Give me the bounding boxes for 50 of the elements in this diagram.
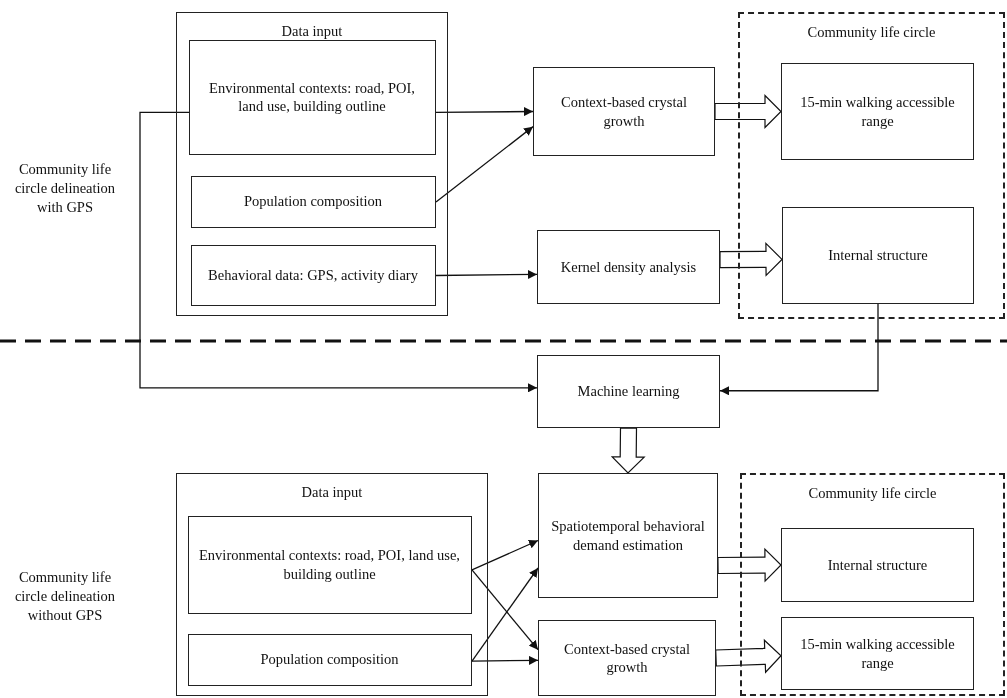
box-text: 15-min walking accessible range xyxy=(799,93,956,130)
arrow xyxy=(139,111,538,393)
dashed-group-box xyxy=(740,473,1005,696)
arrow xyxy=(435,125,534,203)
group-box xyxy=(176,473,488,696)
arrow xyxy=(719,303,879,396)
group-box xyxy=(176,12,448,316)
process-box xyxy=(188,39,436,155)
section-label: Community life circle delineation without GPS xyxy=(13,568,117,625)
group-heading: Community life circle xyxy=(807,24,936,42)
process-box xyxy=(190,175,436,228)
box-text: Environmental contexts: road, POI, land use, building outline xyxy=(208,78,416,116)
process-box xyxy=(782,207,974,304)
process-box xyxy=(190,244,436,306)
box-text: Internal structure xyxy=(828,246,928,265)
box-text: Population composition xyxy=(260,650,399,669)
process-box xyxy=(533,67,715,156)
process-box xyxy=(187,633,472,686)
dashed-group-box xyxy=(738,12,1005,319)
block-arrow xyxy=(719,241,783,277)
process-box xyxy=(781,528,974,602)
box-text: Context-based crystal growth xyxy=(562,639,691,677)
process-box xyxy=(538,473,718,598)
box-text: Spatiotemporal behavioral demand estimation xyxy=(550,517,706,554)
process-box xyxy=(537,230,720,304)
box-text: Context-based crystal growth xyxy=(559,93,688,130)
process-box xyxy=(187,515,472,614)
section-label: Community life circle delineation with GPS xyxy=(13,160,117,217)
group-heading: Data input xyxy=(301,484,363,502)
box-text: Machine learning xyxy=(577,382,680,401)
block-arrow xyxy=(717,547,782,583)
group-heading: Community life circle xyxy=(808,485,937,503)
box-text: Kernel density analysis xyxy=(560,257,697,277)
process-box xyxy=(781,63,974,160)
block-arrow xyxy=(610,427,646,474)
process-box xyxy=(538,620,716,696)
box-text: Population composition xyxy=(243,192,383,211)
box-text: 15-min walking accessible range xyxy=(799,635,956,672)
block-arrow xyxy=(715,638,782,674)
arrow xyxy=(471,539,539,571)
box-text: Behavioral data: GPS, activity diary xyxy=(208,265,418,285)
arrow xyxy=(471,655,539,665)
group-heading: Data input xyxy=(281,23,343,41)
block-arrow xyxy=(714,94,782,129)
arrow xyxy=(435,270,538,279)
process-box xyxy=(537,355,720,428)
process-box xyxy=(781,617,974,690)
arrow xyxy=(435,107,534,117)
box-text: Internal structure xyxy=(827,555,928,575)
box-text: Environmental contexts: road, POI, land use, building outline xyxy=(198,546,461,583)
